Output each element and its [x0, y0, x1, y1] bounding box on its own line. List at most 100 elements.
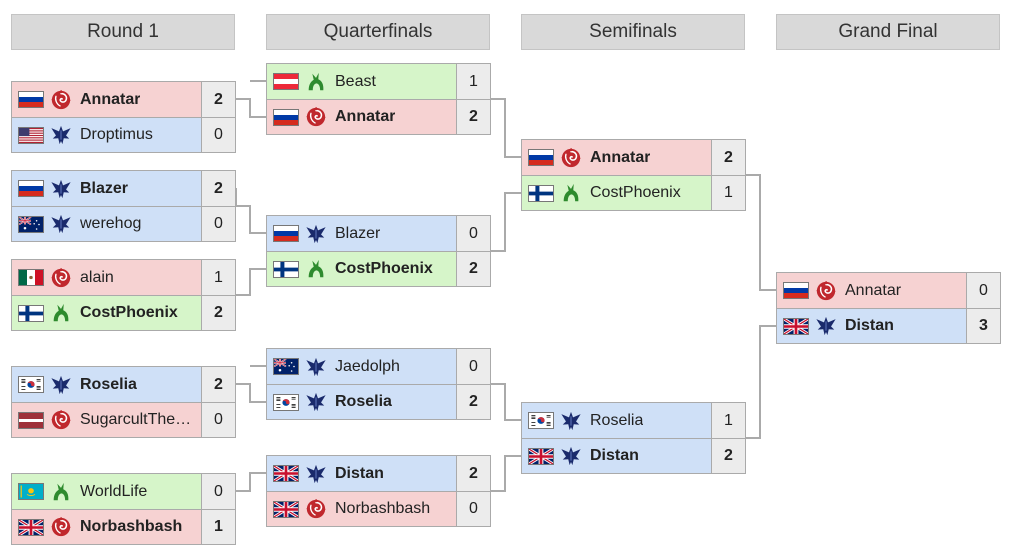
player-score: 0: [456, 216, 490, 251]
player-name[interactable]: Distan: [590, 447, 639, 464]
player-score: 0: [201, 474, 235, 509]
player-name[interactable]: Annatar: [335, 108, 396, 125]
flag-kr-icon: [273, 393, 299, 411]
player-score: 2: [711, 140, 745, 175]
player-name[interactable]: Jaedolph: [335, 357, 400, 375]
player-slot[interactable]: WorldLife 0: [12, 474, 235, 509]
player-score: 2: [456, 252, 490, 286]
player-slot[interactable]: Annatar 2: [522, 140, 745, 175]
player-slot[interactable]: Droptimus 0: [12, 117, 235, 152]
player-slot[interactable]: Beast 1: [267, 64, 490, 99]
match-round1-4: Roselia 2SugarcultTheBand 0: [11, 366, 236, 438]
player-name[interactable]: Annatar: [845, 281, 902, 299]
player-name[interactable]: Distan: [335, 464, 384, 482]
flag-ru-icon: [528, 149, 554, 166]
flag-ru-icon: [783, 282, 809, 299]
player-name[interactable]: Beast: [335, 72, 376, 90]
player-name[interactable]: SugarcultTheBand: [80, 411, 196, 428]
player-score: 1: [711, 403, 745, 438]
player-slot[interactable]: Roselia 2: [267, 384, 490, 419]
flag-fi-icon: [273, 260, 299, 278]
terran-race-icon: [305, 463, 327, 484]
player-score: 2: [201, 367, 235, 402]
player-score: 0: [201, 207, 235, 241]
zerg-race-icon: [305, 106, 327, 128]
player-score: 2: [201, 82, 235, 117]
flag-gb-icon: [528, 447, 554, 465]
player-name[interactable]: WorldLife: [80, 482, 148, 500]
player-slot[interactable]: Annatar 0: [777, 273, 1000, 308]
player-slot[interactable]: Annatar 2: [12, 82, 235, 117]
player-name[interactable]: Annatar: [590, 148, 651, 166]
player-score: 0: [456, 349, 490, 384]
flag-kr-icon: [18, 376, 44, 393]
player-score: 3: [966, 309, 1000, 343]
player-name[interactable]: werehog: [80, 215, 142, 232]
flag-at-icon: [273, 73, 299, 90]
player-slot[interactable]: Roselia 1: [522, 403, 745, 438]
terran-race-icon: [560, 410, 582, 431]
protoss-race-icon: [563, 183, 579, 202]
flag-gb-icon: [783, 317, 809, 335]
player-name[interactable]: Roselia: [590, 411, 644, 429]
player-slot[interactable]: Blazer 0: [267, 216, 490, 251]
player-name[interactable]: CostPhoenix: [80, 304, 178, 321]
player-slot[interactable]: Roselia 2: [12, 367, 235, 402]
player-score: 0: [966, 273, 1000, 308]
player-slot[interactable]: Jaedolph 0: [267, 349, 490, 384]
bracket-connector-line: [491, 455, 521, 492]
flag-au-icon: [18, 215, 44, 233]
player-score: 1: [456, 64, 490, 99]
flag-kr-icon: [528, 412, 554, 429]
player-name[interactable]: Blazer: [335, 224, 381, 242]
player-slot[interactable]: CostPhoenix 2: [267, 251, 490, 286]
round-header-quarterfinals: Quarterfinals: [266, 14, 490, 50]
terran-race-icon: [50, 125, 72, 145]
player-name[interactable]: Norbashbash: [335, 500, 431, 517]
player-name[interactable]: CostPhoenix: [590, 184, 681, 201]
player-name[interactable]: Annatar: [80, 90, 141, 108]
terran-race-icon: [815, 316, 837, 336]
player-name[interactable]: Blazer: [80, 179, 129, 197]
player-score: 2: [456, 385, 490, 419]
player-name[interactable]: Roselia: [335, 393, 392, 410]
player-score: 0: [201, 403, 235, 437]
player-name[interactable]: Norbashbash: [80, 518, 183, 535]
player-slot[interactable]: Annatar 2: [267, 99, 490, 134]
player-name[interactable]: Droptimus: [80, 126, 153, 143]
player-slot[interactable]: Distan 3: [777, 308, 1000, 343]
flag-ru-icon: [273, 225, 299, 242]
flag-gb-icon: [273, 465, 299, 482]
protoss-race-icon: [53, 482, 69, 500]
flag-kz-icon: [18, 483, 44, 500]
player-score: 2: [711, 439, 745, 473]
player-score: 2: [456, 100, 490, 134]
bracket-connector-line: [235, 188, 266, 234]
round-header-round-1: Round 1: [11, 14, 235, 50]
player-slot[interactable]: werehog 0: [12, 206, 235, 241]
player-slot[interactable]: Distan 2: [522, 438, 745, 473]
player-name[interactable]: Roselia: [80, 375, 137, 393]
player-slot[interactable]: SugarcultTheBand 0: [12, 402, 235, 437]
player-name[interactable]: alain: [80, 268, 114, 286]
player-name[interactable]: Distan: [845, 317, 894, 334]
player-score: 1: [201, 260, 235, 295]
player-name[interactable]: CostPhoenix: [335, 260, 433, 277]
bracket-connector-line: [236, 98, 266, 118]
zerg-race-icon: [305, 498, 327, 520]
player-slot[interactable]: alain 1: [12, 260, 235, 295]
player-score: 0: [201, 118, 235, 152]
